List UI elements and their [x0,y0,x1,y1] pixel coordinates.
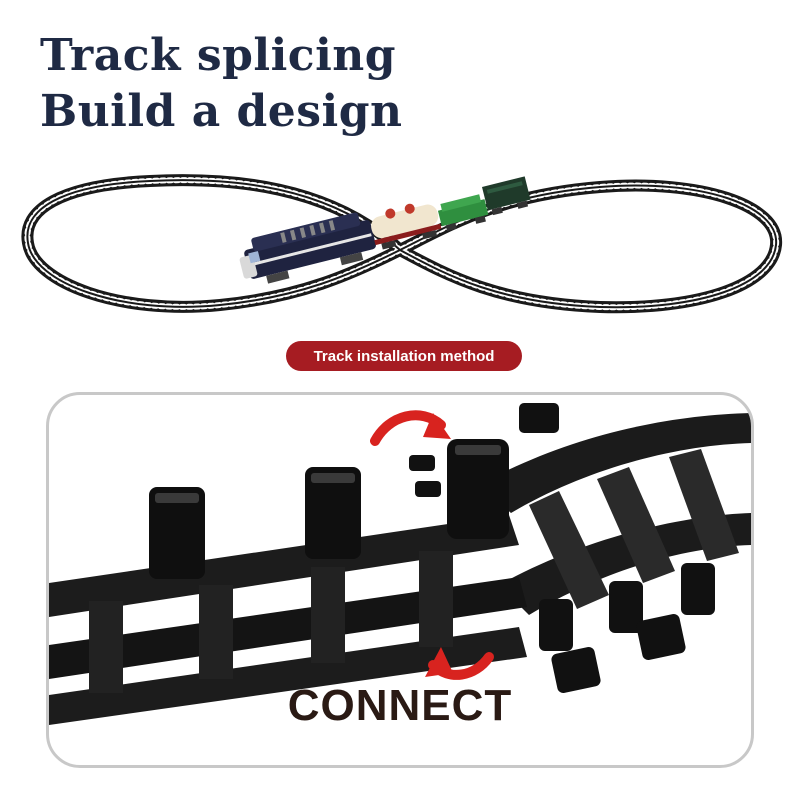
badge-label: Track installation method [313,347,495,365]
tank-car [371,203,442,250]
figure-eight-track-illustration [21,174,783,314]
connect-label: CONNECT [287,681,513,730]
curved-arrow-icon [425,647,494,680]
straight-track-piece [49,439,527,725]
headline: Track splicing Build a design [40,28,403,140]
toy-train [239,176,531,284]
headline-line-1: Track splicing [40,30,397,81]
connection-closeup-panel: CONNECT [46,392,754,768]
track-connection-closeup [49,403,751,725]
box-car [482,176,531,216]
track-loop [21,174,783,314]
track-installation-badge: Track installation method [286,341,522,371]
curved-arrow-icon [370,410,451,446]
flat-car [437,194,489,232]
locomotive [239,212,376,284]
curved-track-piece [479,403,751,694]
headline-line-2: Build a design [40,86,403,137]
